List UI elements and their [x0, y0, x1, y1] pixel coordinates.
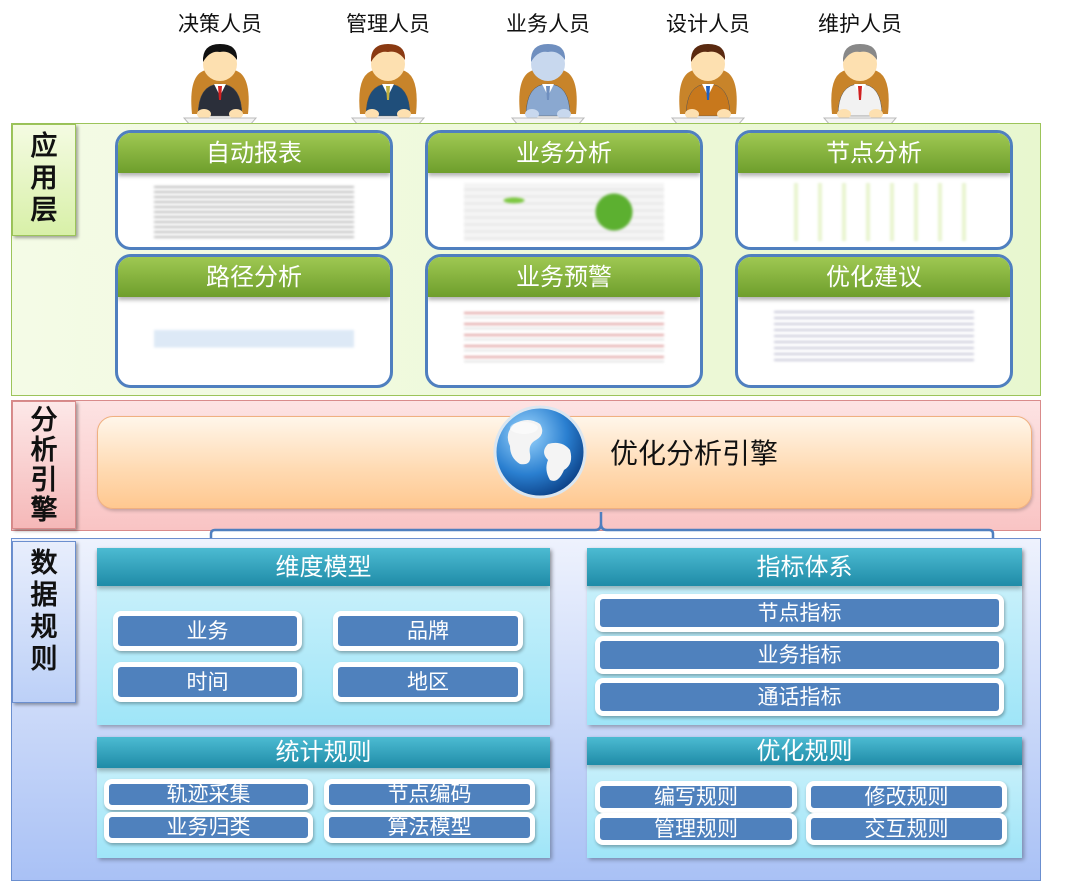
person-maintainer-icon: [820, 34, 900, 126]
app-card-title: 业务预警: [428, 257, 700, 297]
app-card-screenshot-thumbnail: [464, 307, 664, 365]
role-label: 决策人员: [178, 12, 262, 36]
application-layer-label: 应用层: [12, 124, 76, 236]
app-card-screenshot-thumbnail: [774, 183, 974, 241]
engine-layer-label: 分析引擎: [12, 401, 76, 529]
stat-item-node-coding: 节点编码: [324, 779, 535, 810]
app-card-screenshot-thumbnail: [464, 183, 664, 241]
dimension-item-time: 时间: [113, 662, 302, 702]
data-layer-label: 数据规则: [12, 541, 76, 703]
dimension-item-brand: 品牌: [333, 611, 523, 651]
app-card-screenshot-thumbnail: [154, 307, 354, 365]
person-decision-maker-icon: [180, 34, 260, 126]
app-card-title: 路径分析: [118, 257, 390, 297]
app-card-business-analysis: 业务分析: [425, 130, 703, 250]
app-card-title: 业务分析: [428, 133, 700, 173]
role-label: 设计人员: [666, 12, 750, 36]
opt-item-modify-rules: 修改规则: [806, 781, 1007, 813]
app-card-title: 节点分析: [738, 133, 1010, 173]
dimension-model-title: 维度模型: [97, 548, 550, 586]
app-card-path-analysis: 路径分析: [115, 254, 393, 388]
opt-item-write-rules: 编写规则: [595, 781, 797, 813]
indicator-item-node: 节点指标: [595, 594, 1004, 632]
optimization-rules-title: 优化规则: [587, 737, 1022, 765]
engine-title: 优化分析引擎: [610, 437, 779, 470]
app-card-title: 自动报表: [118, 133, 390, 173]
indicator-item-business: 业务指标: [595, 636, 1004, 674]
bracket-connector: [209, 512, 995, 546]
person-manager-icon: [348, 34, 428, 126]
app-card-screenshot-thumbnail: [154, 183, 354, 241]
opt-item-interaction-rules: 交互规则: [806, 813, 1007, 845]
app-card-optimization-suggestion: 优化建议: [735, 254, 1013, 388]
statistics-rules-title: 统计规则: [97, 737, 550, 768]
dimension-item-business: 业务: [113, 611, 302, 651]
stat-item-algorithm-model: 算法模型: [324, 812, 535, 843]
app-card-node-analysis: 节点分析: [735, 130, 1013, 250]
dimension-item-region: 地区: [333, 662, 523, 702]
person-designer-icon: [668, 34, 748, 126]
indicator-system-title: 指标体系: [587, 548, 1022, 586]
indicator-item-call: 通话指标: [595, 678, 1004, 716]
role-label: 维护人员: [818, 12, 902, 36]
stat-item-track-collection: 轨迹采集: [104, 779, 313, 810]
app-card-screenshot-thumbnail: [774, 307, 974, 365]
app-card-title: 优化建议: [738, 257, 1010, 297]
app-card-business-alert: 业务预警: [425, 254, 703, 388]
person-business-staff-icon: [508, 34, 588, 126]
globe-icon: [493, 405, 587, 499]
role-label: 管理人员: [346, 12, 430, 36]
app-card-auto-report: 自动报表: [115, 130, 393, 250]
opt-item-manage-rules: 管理规则: [595, 813, 797, 845]
role-label: 业务人员: [506, 12, 590, 36]
stat-item-business-classification: 业务归类: [104, 812, 313, 843]
